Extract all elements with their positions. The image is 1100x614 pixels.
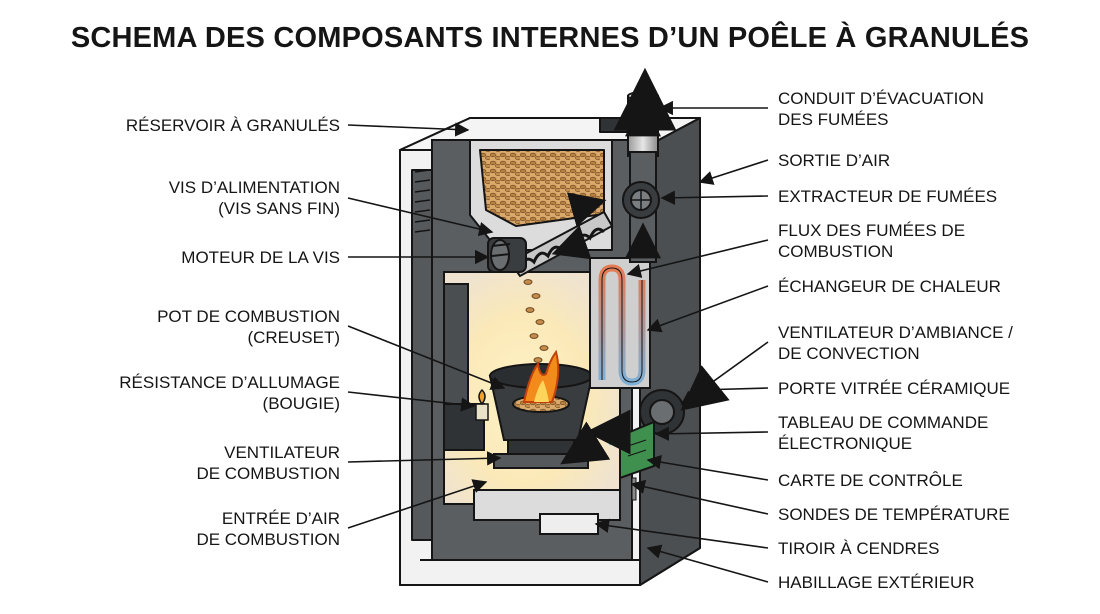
label-line: (BOUGIE) (262, 394, 340, 413)
label-line: DES FUMÉES (778, 110, 889, 129)
label-line: ÉLECTRONIQUE (778, 434, 913, 453)
label-habillage: HABILLAGE EXTÉRIEUR (778, 572, 975, 593)
label-resistance: RÉSISTANCE D’ALLUMAGE (BOUGIE) (119, 372, 340, 414)
label-line: DE COMBUSTION (196, 530, 340, 549)
label-reservoir: RÉSERVOIR À GRANULÉS (126, 115, 340, 136)
label-porte: PORTE VITRÉE CÉRAMIQUE (778, 378, 1010, 399)
label-line: CARTE DE CONTRÔLE (778, 471, 963, 490)
label-echangeur: ÉCHANGEUR DE CHALEUR (778, 276, 1001, 297)
smoke-extractor (622, 181, 660, 219)
label-line: TIROIR À CENDRES (778, 539, 940, 558)
label-line: SONDES DE TEMPÉRATURE (778, 505, 1010, 524)
label-line: ÉCHANGEUR DE CHALEUR (778, 277, 1001, 296)
label-line: RÉSERVOIR À GRANULÉS (125, 116, 340, 135)
label-line: ENTRÉE D’AIR (221, 509, 340, 528)
flue-pipe (625, 91, 661, 263)
label-ventilateur-combustion: VENTILATEUR DE COMBUSTION (196, 442, 340, 484)
igniter (475, 388, 489, 421)
label-flux: FLUX DES FUMÉES DE COMBUSTION (778, 220, 965, 262)
label-line: TABLEAU DE COMMANDE (778, 413, 989, 432)
label-line: (VIS SANS FIN) (218, 199, 340, 218)
label-line: HABILLAGE EXTÉRIEUR (778, 573, 975, 592)
leader-lines (347, 100, 769, 583)
label-line: RÉSISTANCE D’ALLUMAGE (119, 373, 340, 392)
label-line: PORTE VITRÉE CÉRAMIQUE (778, 379, 1011, 398)
auger-motor (487, 237, 527, 273)
label-tableau: TABLEAU DE COMMANDE ÉLECTRONIQUE (778, 412, 988, 454)
label-conduit: CONDUIT D’ÉVACUATION DES FUMÉES (778, 88, 984, 130)
diagram-title: SCHEMA DES COMPOSANTS INTERNES D’UN POÊL… (70, 22, 1030, 54)
label-line: FLUX DES FUMÉES DE (778, 221, 966, 240)
label-line: VIS D’ALIMENTATION (168, 178, 340, 197)
ash-drawer (420, 489, 640, 561)
label-line: VENTILATEUR (224, 443, 340, 462)
heat-exchanger (589, 257, 651, 389)
label-line: CONDUIT D’ÉVACUATION (778, 89, 984, 108)
label-moteur: MOTEUR DE LA VIS (181, 247, 340, 268)
label-line: SORTIE D’AIR (778, 151, 891, 170)
label-sondes: SONDES DE TEMPÉRATURE (778, 504, 1010, 525)
label-line: COMBUSTION (778, 242, 894, 261)
label-sortie-air: SORTIE D’AIR (778, 150, 890, 171)
label-line: DE CONVECTION (778, 344, 920, 363)
falling-pellets (523, 279, 549, 363)
combustion-air-arrows (560, 409, 631, 465)
label-tiroir: TIROIR À CENDRES (778, 538, 940, 559)
label-entree-air: ENTRÉE D’AIR DE COMBUSTION (196, 508, 340, 550)
label-ventilateur-ambiance: VENTILATEUR D’AMBIANCE / DE CONVECTION (778, 322, 1013, 364)
label-vis: VIS D’ALIMENTATION (VIS SANS FIN) (169, 177, 340, 219)
label-line: DE COMBUSTION (196, 464, 340, 483)
label-line: EXTRACTEUR DE FUMÉES (778, 187, 998, 206)
label-line: POT DE COMBUSTION (157, 307, 340, 326)
label-line: VENTILATEUR D’AMBIANCE / (778, 323, 1013, 342)
label-line: MOTEUR DE LA VIS (181, 248, 340, 267)
label-carte: CARTE DE CONTRÔLE (778, 470, 963, 491)
label-pot: POT DE COMBUSTION (CREUSET) (157, 306, 340, 348)
label-extracteur: EXTRACTEUR DE FUMÉES (778, 186, 997, 207)
side-louvers (414, 169, 431, 233)
label-line: (CREUSET) (247, 328, 340, 347)
